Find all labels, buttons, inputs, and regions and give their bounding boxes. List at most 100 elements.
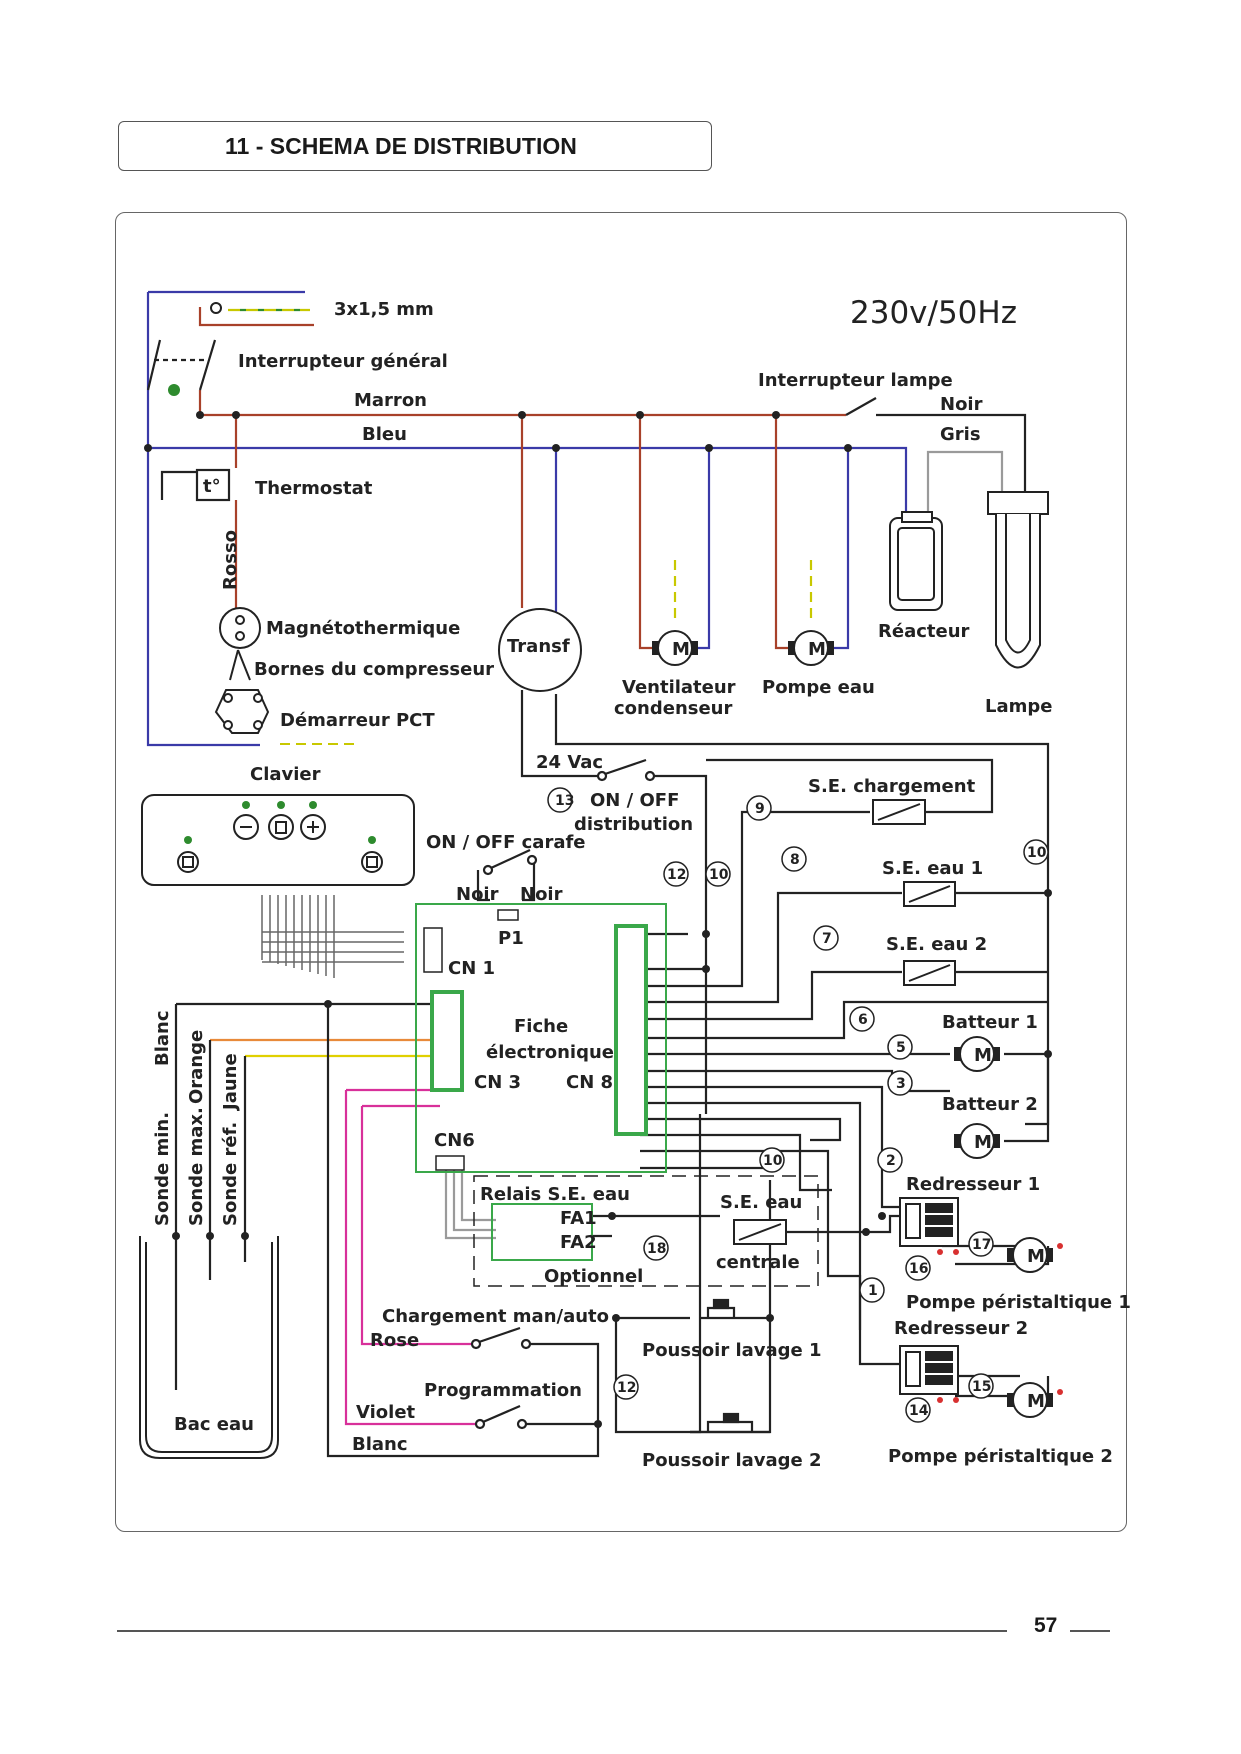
footer-rule-right <box>1070 1630 1110 1632</box>
footer-rule-left <box>117 1630 1007 1632</box>
label-redresseur2: Redresseur 2 <box>894 1318 1028 1339</box>
junction-dots <box>144 411 1052 1428</box>
wire-num: 12 <box>667 867 686 883</box>
label-noir-right: Noir <box>520 884 563 905</box>
optional-box <box>473 1175 819 1287</box>
label-reacteur: Réacteur <box>878 621 970 642</box>
switch-programmation <box>474 1404 528 1430</box>
label-se-eau2: S.E. eau 2 <box>886 934 987 955</box>
label-pompe-peri1: Pompe péristaltique 1 <box>906 1292 1131 1313</box>
label-se-chargement: S.E. chargement <box>808 776 976 797</box>
wire-num: 10 <box>1027 845 1047 861</box>
label-motor-peri2: M <box>1027 1391 1045 1412</box>
label-blanc-bottom: Blanc <box>352 1434 408 1455</box>
label-noir-left: Noir <box>456 884 499 905</box>
water-tank <box>139 1236 279 1459</box>
motor-batteur2 <box>954 1123 1000 1159</box>
label-motor-ventilateur: M <box>672 639 690 660</box>
motor-batteur1 <box>954 1036 1000 1072</box>
wire-num: 2 <box>886 1153 896 1169</box>
solenoids <box>733 799 956 1245</box>
label-cn1: CN 1 <box>448 958 495 979</box>
label-lamp-switch: Interrupteur lampe <box>758 370 953 391</box>
switch-chargement <box>470 1326 532 1350</box>
wire-num: 10 <box>709 867 729 883</box>
label-thermostat: Thermostat <box>255 478 373 499</box>
label-lampe: Lampe <box>985 696 1052 717</box>
label-demarreur: Démarreur PCT <box>280 710 435 731</box>
wire-num: 5 <box>896 1040 906 1056</box>
motor-ventilateur <box>652 630 698 666</box>
wire-num: 7 <box>822 931 832 947</box>
label-redresseur1: Redresseur 1 <box>906 1174 1040 1195</box>
label-poussoir1: Poussoir lavage 1 <box>642 1340 822 1361</box>
label-rosso: Rosso <box>220 530 241 590</box>
label-cn6: CN6 <box>434 1130 475 1151</box>
switch-onoff-distribution <box>596 758 656 782</box>
label-jaune-vert: Jaune <box>220 1053 241 1112</box>
label-rose: Rose <box>370 1330 419 1351</box>
blue-bus <box>148 446 908 518</box>
wire-num: 16 <box>909 1261 928 1277</box>
label-pompe-eau: Pompe eau <box>762 677 875 698</box>
label-cable: 3x1,5 mm <box>334 299 434 320</box>
cn8-connector <box>614 924 648 1136</box>
label-cn8: CN 8 <box>566 1072 613 1093</box>
rectifier-dots <box>937 1243 1063 1403</box>
label-magneto: Magnétothermique <box>266 618 460 639</box>
label-programmation: Programmation <box>424 1380 582 1401</box>
label-motor-batteur2: M <box>974 1132 992 1153</box>
label-ventilateur-1: Ventilateur <box>622 677 736 698</box>
label-fa1: FA1 <box>560 1208 597 1229</box>
label-violet: Violet <box>356 1402 416 1423</box>
label-onoff-carafe: ON / OFF carafe <box>426 832 586 853</box>
lamp-switch <box>845 397 877 416</box>
diagram-frame <box>115 212 1127 1532</box>
feed-terminal <box>210 302 222 314</box>
label-se-eau1: S.E. eau 1 <box>882 858 983 879</box>
compressor-terminals <box>214 649 270 734</box>
label-optionnel: Optionnel <box>544 1266 643 1287</box>
label-sonde-max: Sonde max. <box>186 1107 207 1226</box>
main-switch <box>146 339 217 391</box>
motor-pompe-peri2 <box>1007 1382 1053 1418</box>
page-number: 57 <box>1034 1614 1058 1637</box>
ground-node <box>168 384 180 396</box>
motor-pompe-peri1 <box>1007 1237 1053 1273</box>
label-se-eau-centrale-2: centrale <box>716 1252 800 1273</box>
label-sonde-ref: Sonde réf. <box>220 1122 241 1226</box>
electronic-board <box>415 903 667 1173</box>
wire-num: 10 <box>763 1153 783 1169</box>
label-batteur1: Batteur 1 <box>942 1012 1038 1033</box>
wire-num: 17 <box>972 1237 991 1253</box>
wire-num: 15 <box>972 1379 991 1395</box>
wire-num: 8 <box>790 852 800 868</box>
label-fiche-1: Fiche <box>514 1016 568 1037</box>
label-transf: Transf <box>507 636 570 657</box>
redresseur1 <box>899 1197 959 1247</box>
pushbutton-lavage1 <box>700 1298 742 1320</box>
relais-se-eau <box>491 1203 593 1261</box>
lamp <box>987 491 1049 669</box>
label-fa2: FA2 <box>560 1232 597 1253</box>
label-bac-eau: Bac eau <box>174 1414 254 1435</box>
wire-num: 14 <box>909 1403 929 1419</box>
wire-num: 12 <box>617 1380 636 1396</box>
power-feed-wires <box>146 290 314 747</box>
wire-number-circles <box>547 787 1049 1423</box>
label-motor-batteur1: M <box>974 1045 992 1066</box>
label-marron: Marron <box>354 390 427 411</box>
cn3-connector <box>430 990 464 1092</box>
label-onoff-distribution-1: ON / OFF <box>590 790 679 811</box>
label-batteur2: Batteur 2 <box>942 1094 1038 1115</box>
label-bornes: Bornes du compresseur <box>254 659 494 680</box>
thermostat <box>160 468 231 502</box>
label-se-eau-centrale-1: S.E. eau <box>720 1192 802 1213</box>
label-relais: Relais S.E. eau <box>480 1184 630 1205</box>
label-ventilateur-2: condenseur <box>614 698 732 719</box>
label-fiche-2: électronique <box>486 1042 614 1063</box>
label-poussoir2: Poussoir lavage 2 <box>642 1450 822 1471</box>
label-main-switch: Interrupteur général <box>238 351 448 372</box>
label-voltage: 230v/50Hz <box>850 295 1017 331</box>
